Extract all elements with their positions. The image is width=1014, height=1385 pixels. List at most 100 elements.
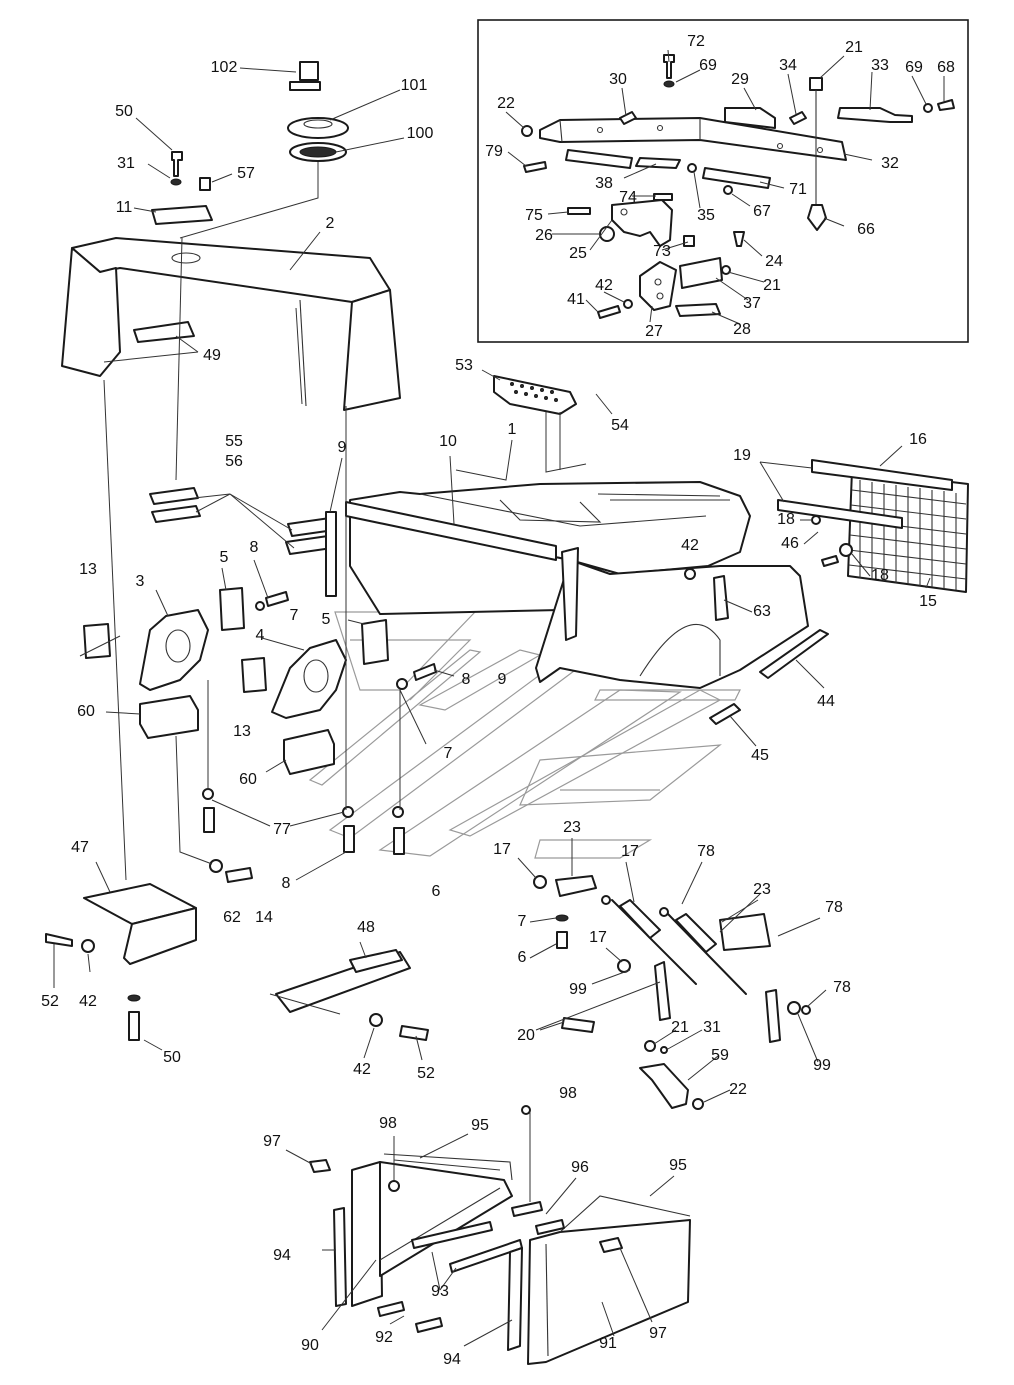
callout-23a: 23 <box>563 819 581 836</box>
callout-99a: 99 <box>569 981 587 998</box>
callout-74: 74 <box>619 189 637 206</box>
callout-21a: 21 <box>671 1019 689 1036</box>
bracket-33 <box>837 107 913 123</box>
callout-69b: 69 <box>905 59 923 76</box>
callout-25: 25 <box>569 245 587 262</box>
callout-19: 19 <box>733 447 751 464</box>
callout-59: 59 <box>711 1047 729 1064</box>
callout-57: 57 <box>237 165 255 182</box>
callout-20: 20 <box>517 1027 535 1044</box>
callout-42d: 42 <box>595 277 613 294</box>
plate-47 <box>45 883 197 1041</box>
bracket-4 <box>271 639 347 719</box>
callout-68: 68 <box>937 59 955 76</box>
callout-75: 75 <box>525 207 543 224</box>
callout-69a: 69 <box>699 57 717 74</box>
mounting-rail <box>539 117 847 161</box>
bolt-79 <box>523 161 547 173</box>
callout-101: 101 <box>401 77 428 94</box>
callout-77: 77 <box>273 821 291 838</box>
callout-21c: 21 <box>763 277 781 294</box>
callout-79: 79 <box>485 143 503 160</box>
callout-78b: 78 <box>825 899 843 916</box>
pad <box>635 157 681 169</box>
side-panel-91 <box>507 1105 691 1365</box>
strip-44 <box>759 629 829 679</box>
callout-13b: 13 <box>233 723 251 740</box>
callout-92: 92 <box>375 1329 393 1346</box>
callout-97b: 97 <box>649 1325 667 1342</box>
callout-6a: 6 <box>432 883 441 900</box>
hook-bracket <box>611 199 673 247</box>
callout-3: 3 <box>136 573 145 590</box>
knob-assembly <box>151 61 349 239</box>
post-9 <box>561 547 579 641</box>
callout-27: 27 <box>645 323 663 340</box>
bracket-23b <box>719 913 771 951</box>
callout-35: 35 <box>697 207 715 224</box>
callout-labels: 102 101 100 50 31 57 11 2 49 55 56 9 10 … <box>41 33 955 1368</box>
callout-18a: 18 <box>777 511 795 528</box>
callout-26: 26 <box>535 227 553 244</box>
plate-13a <box>83 623 111 659</box>
callout-42c: 42 <box>353 1061 371 1078</box>
block-37 <box>679 257 723 289</box>
callout-11: 11 <box>116 199 133 216</box>
strip-45 <box>709 703 741 725</box>
block-60a <box>139 695 199 739</box>
callout-30: 30 <box>609 71 627 88</box>
callout-24: 24 <box>765 253 783 270</box>
callout-45: 45 <box>751 747 769 764</box>
callout-42a: 42 <box>681 537 699 554</box>
callout-22a: 22 <box>729 1081 747 1098</box>
callout-102: 102 <box>211 59 238 76</box>
callout-56: 56 <box>225 453 243 470</box>
callout-94a: 94 <box>273 1247 291 1264</box>
bolt-75 <box>567 207 591 215</box>
bolt-72 <box>663 54 675 79</box>
callout-49: 49 <box>203 347 221 364</box>
bolt-41 <box>597 305 621 319</box>
callout-28: 28 <box>733 321 751 338</box>
plate-28 <box>675 303 721 317</box>
leader-lines <box>53 49 945 1347</box>
left-bracket-group <box>83 487 437 883</box>
callout-71: 71 <box>789 181 807 198</box>
callout-41: 41 <box>567 291 585 308</box>
callout-50b: 50 <box>163 1049 181 1066</box>
bolt-68 <box>937 99 955 111</box>
callout-96: 96 <box>571 1159 589 1176</box>
callout-31b: 31 <box>703 1019 721 1036</box>
callout-73: 73 <box>653 243 671 260</box>
callout-95a: 95 <box>471 1117 489 1134</box>
hood-part-1 <box>345 375 809 689</box>
callout-78a: 78 <box>697 843 715 860</box>
stay-9 <box>325 511 337 597</box>
callout-78c: 78 <box>833 979 851 996</box>
callout-2: 2 <box>326 215 335 232</box>
block-60b <box>283 729 335 775</box>
callout-54: 54 <box>611 417 629 434</box>
callout-90: 90 <box>301 1337 319 1354</box>
plate-49 <box>133 321 195 343</box>
callout-46: 46 <box>781 535 799 552</box>
callout-5a: 5 <box>220 549 229 566</box>
callout-99b: 99 <box>813 1057 831 1074</box>
plate-38 <box>565 149 633 169</box>
callout-44: 44 <box>817 693 835 710</box>
callout-29: 29 <box>731 71 749 88</box>
callout-91: 91 <box>599 1335 617 1352</box>
callout-8a: 8 <box>250 539 259 556</box>
bolt-73 <box>683 235 695 247</box>
callout-18b: 18 <box>871 567 889 584</box>
callout-14: 14 <box>255 909 273 926</box>
strut-78 <box>667 913 747 995</box>
knob-66 <box>807 204 827 231</box>
callout-95b: 95 <box>669 1157 687 1174</box>
bracket-59 <box>639 1063 689 1109</box>
bolt-24 <box>733 231 745 247</box>
callout-52a: 52 <box>41 993 59 1010</box>
bracket-29 <box>724 107 776 129</box>
bracket-23a <box>555 875 597 897</box>
